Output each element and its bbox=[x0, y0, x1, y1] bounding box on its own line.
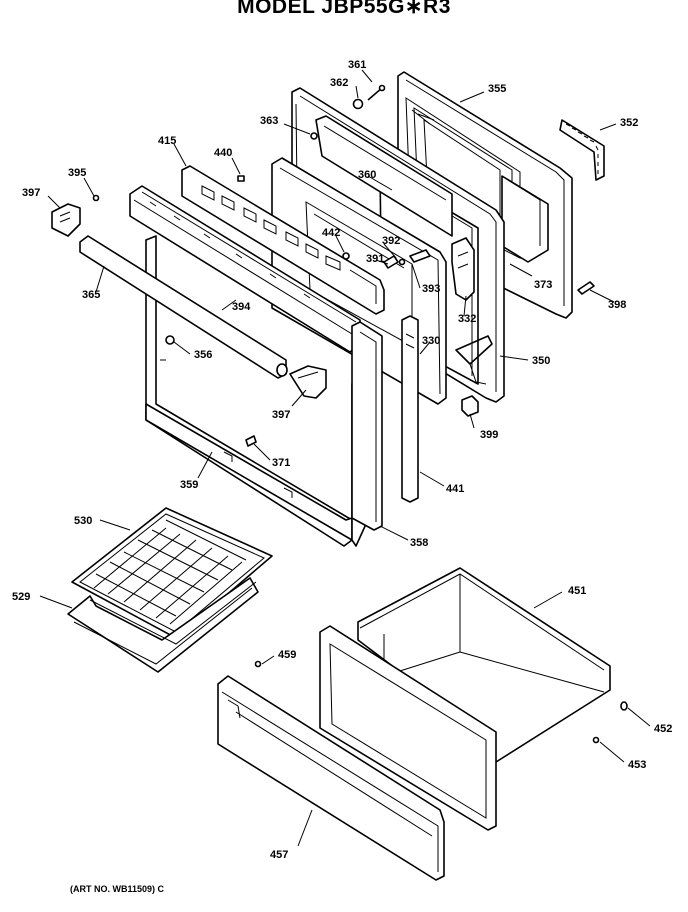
label-393: 393 bbox=[422, 283, 440, 295]
drawer-fasteners bbox=[254, 660, 628, 744]
label-330: 330 bbox=[422, 335, 440, 347]
label-356: 356 bbox=[194, 349, 212, 361]
label-371: 371 bbox=[272, 457, 290, 469]
label-530: 530 bbox=[74, 515, 92, 527]
part-labels: 361 362 355 352 363 415 440 360 395 397 … bbox=[12, 59, 672, 861]
handle-end-cap-397-top bbox=[51, 203, 81, 237]
drawer-front-panel-457 bbox=[217, 675, 445, 881]
broiler-rack-530 bbox=[71, 507, 273, 639]
label-352: 352 bbox=[620, 117, 638, 129]
oven-window-360 bbox=[315, 115, 453, 237]
label-398: 398 bbox=[608, 299, 626, 311]
label-360: 360 bbox=[358, 169, 376, 181]
label-365: 365 bbox=[82, 289, 100, 301]
label-397-top: 397 bbox=[22, 187, 40, 199]
label-350: 350 bbox=[532, 355, 550, 367]
label-459: 459 bbox=[278, 649, 296, 661]
label-362: 362 bbox=[330, 77, 348, 89]
door-glass-358 bbox=[351, 321, 383, 531]
door-handle-365 bbox=[79, 235, 288, 379]
hinge-bracket-332 bbox=[451, 237, 475, 301]
label-359: 359 bbox=[180, 479, 198, 491]
label-399: 399 bbox=[480, 429, 498, 441]
art-number: (ART NO. WB11509) C bbox=[70, 884, 165, 894]
label-457: 457 bbox=[270, 849, 288, 861]
control-trim-panel-415 bbox=[181, 165, 385, 315]
door-gasket-352 bbox=[559, 119, 605, 181]
door-side-channel-441 bbox=[401, 315, 419, 503]
label-529: 529 bbox=[12, 591, 30, 603]
label-453: 453 bbox=[628, 759, 646, 771]
label-442: 442 bbox=[322, 227, 340, 239]
label-440: 440 bbox=[214, 147, 232, 159]
label-358: 358 bbox=[410, 537, 428, 549]
label-361: 361 bbox=[348, 59, 366, 71]
label-391: 391 bbox=[366, 253, 384, 265]
label-355: 355 bbox=[488, 83, 506, 95]
label-395: 395 bbox=[68, 167, 86, 179]
label-363: 363 bbox=[260, 115, 278, 127]
label-332: 332 bbox=[458, 313, 476, 325]
drawer-inner-front bbox=[319, 625, 497, 831]
label-392: 392 bbox=[382, 235, 400, 247]
diagram-title: MODEL JBP55G∗R3 bbox=[237, 0, 451, 18]
label-373: 373 bbox=[534, 279, 552, 291]
label-394: 394 bbox=[232, 301, 251, 313]
label-452: 452 bbox=[654, 723, 672, 735]
label-441: 441 bbox=[446, 483, 464, 495]
label-397-bottom: 397 bbox=[272, 409, 290, 421]
label-451: 451 bbox=[568, 585, 586, 597]
label-415: 415 bbox=[158, 135, 176, 147]
leader-lines bbox=[39, 69, 651, 847]
handle-end-cap-397-bottom bbox=[289, 365, 327, 399]
broiler-pan-529 bbox=[67, 577, 259, 673]
small-fasteners bbox=[92, 84, 595, 447]
